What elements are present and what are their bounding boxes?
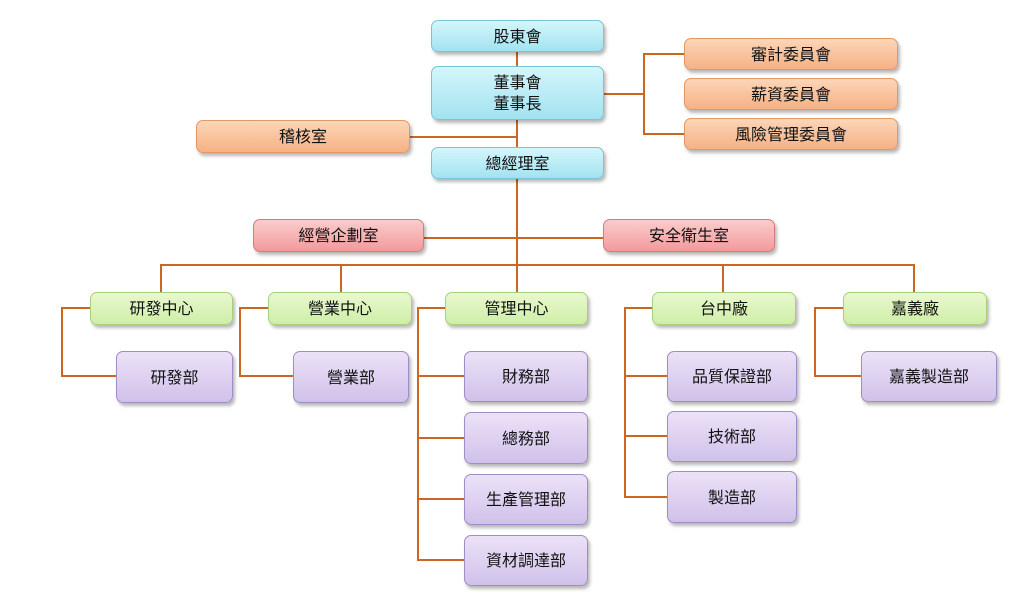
node-shareholders: 股東會	[431, 20, 604, 52]
node-label: 品質保證部	[691, 367, 772, 386]
node-label: 營業中心	[307, 299, 372, 318]
node-label: 總經理室	[485, 153, 550, 173]
node-label: 台中廠	[699, 299, 748, 318]
node-tech-dept: 技術部	[667, 411, 797, 462]
node-chiayi-mfg-dept: 嘉義製造部	[861, 351, 997, 402]
node-audit-committee: 審計委員會	[684, 38, 898, 70]
node-label: 安全衛生室	[648, 226, 729, 245]
node-quality-dept: 品質保證部	[667, 351, 797, 402]
node-risk-committee: 風險管理委員會	[684, 118, 898, 150]
node-sales-center: 營業中心	[268, 292, 412, 325]
node-label: 管理中心	[484, 299, 549, 318]
node-label: 股東會	[493, 26, 542, 46]
node-label: 審計委員會	[750, 44, 831, 64]
node-president-office: 總經理室	[431, 147, 604, 179]
node-general-affairs-dept: 總務部	[464, 412, 588, 464]
node-planning-office: 經營企劃室	[253, 219, 424, 252]
node-finance-dept: 財務部	[464, 351, 588, 402]
node-label: 財務部	[501, 367, 550, 386]
node-admin-center: 管理中心	[445, 292, 588, 325]
node-taichung-plant: 台中廠	[652, 292, 796, 325]
node-materials-dept: 資材調達部	[464, 535, 588, 586]
node-label: 董事長	[493, 94, 542, 113]
node-label: 經營企劃室	[298, 226, 379, 245]
node-safety-office: 安全衛生室	[603, 219, 775, 252]
node-compensation-committee: 薪資委員會	[684, 78, 898, 110]
node-label: 生產管理部	[485, 490, 566, 509]
node-sales-dept: 營業部	[293, 351, 409, 403]
node-rd-center: 研發中心	[90, 292, 233, 325]
node-production-mgmt-dept: 生產管理部	[464, 474, 588, 525]
node-board: 董事會 董事長	[431, 66, 604, 120]
node-label: 總務部	[501, 428, 550, 448]
node-label: 稽核室	[278, 127, 327, 146]
node-label: 製造部	[707, 487, 756, 507]
node-label: 董事會	[493, 73, 542, 92]
node-label: 研發部	[150, 367, 199, 387]
node-label: 薪資委員會	[750, 84, 831, 104]
node-manufacturing-dept: 製造部	[667, 471, 797, 523]
node-rd-dept: 研發部	[116, 351, 233, 403]
node-label: 嘉義廠	[890, 299, 939, 318]
node-label: 營業部	[326, 367, 375, 387]
node-label: 研發中心	[129, 299, 194, 318]
node-label: 風險管理委員會	[734, 124, 847, 144]
node-chiayi-plant: 嘉義廠	[843, 292, 987, 325]
node-label: 資材調達部	[485, 551, 566, 570]
node-label: 技術部	[707, 427, 756, 446]
node-label: 嘉義製造部	[888, 367, 969, 386]
node-internal-audit: 稽核室	[196, 120, 410, 153]
